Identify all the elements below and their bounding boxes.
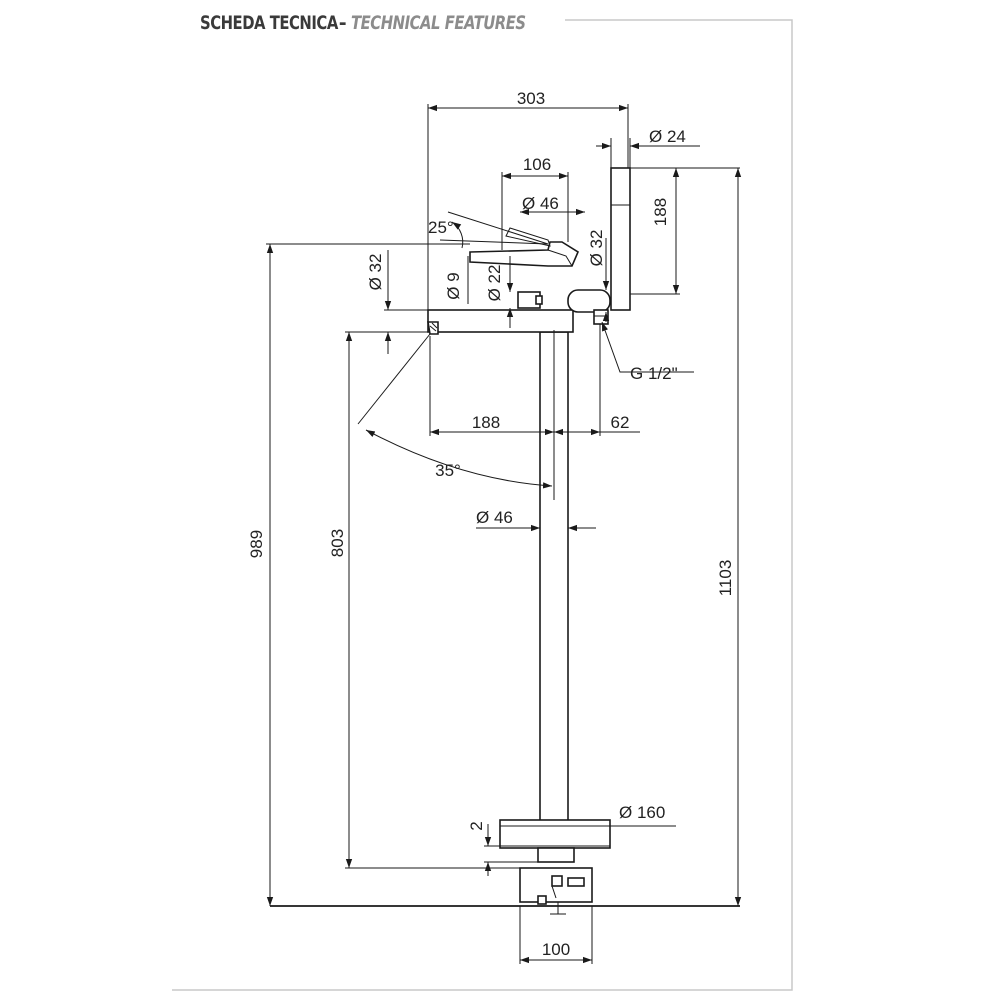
header-title: SCHEDA TECNICA	[200, 12, 338, 34]
dim-diam-base: Ø 160	[619, 803, 665, 822]
dim-lever-width: 106	[523, 155, 551, 174]
dim-base-thickness: 2	[467, 821, 486, 830]
dim-base-width: 100	[542, 940, 570, 959]
header-subtitle: TECHNICAL FEATURES	[350, 12, 526, 34]
dim-diam-shower-holder: Ø 32	[587, 230, 606, 267]
header-separator: -	[338, 12, 347, 34]
page-header: SCHEDA TECNICA - TECHNICAL FEATURES	[200, 10, 574, 36]
lever-handle	[469, 241, 580, 267]
base-collar	[537, 847, 575, 863]
dim-diam-lever-body: Ø 46	[522, 194, 559, 213]
dim-diam-aerator: Ø 9	[444, 272, 463, 299]
page-frame	[172, 19, 793, 991]
dim-total-height: 1103	[716, 560, 735, 597]
extension-lines	[266, 104, 740, 964]
dim-spout-angle: 35°	[435, 461, 461, 480]
dim-spout-reach: 188	[472, 413, 500, 432]
dim-lever-angle: 25°	[428, 218, 454, 237]
dim-spout-height: 803	[328, 529, 347, 557]
dimension-labels: 303 Ø 24 106 Ø 46 25° 188 Ø 32 Ø 32 Ø 9 …	[247, 89, 735, 959]
base-plate	[499, 819, 611, 849]
dim-total-height-spout: 989	[247, 530, 266, 558]
hand-shower	[610, 167, 631, 311]
dim-diam-shower-handle: Ø 24	[649, 127, 686, 146]
shower-connector	[567, 289, 611, 313]
dim-offset-right: 62	[611, 413, 630, 432]
dim-width-top: 303	[517, 89, 545, 108]
dim-shower-length: 188	[651, 198, 670, 226]
spout-arm	[427, 309, 574, 333]
dim-diam-column: Ø 46	[476, 508, 513, 527]
dim-thread: G 1/2"	[630, 364, 678, 383]
dim-diam-mixer: Ø 22	[485, 265, 504, 302]
lever-tilted	[505, 227, 551, 247]
dim-diam-spout: Ø 32	[366, 254, 385, 291]
dimension-lines	[266, 104, 742, 964]
faucet-outline	[270, 167, 740, 915]
